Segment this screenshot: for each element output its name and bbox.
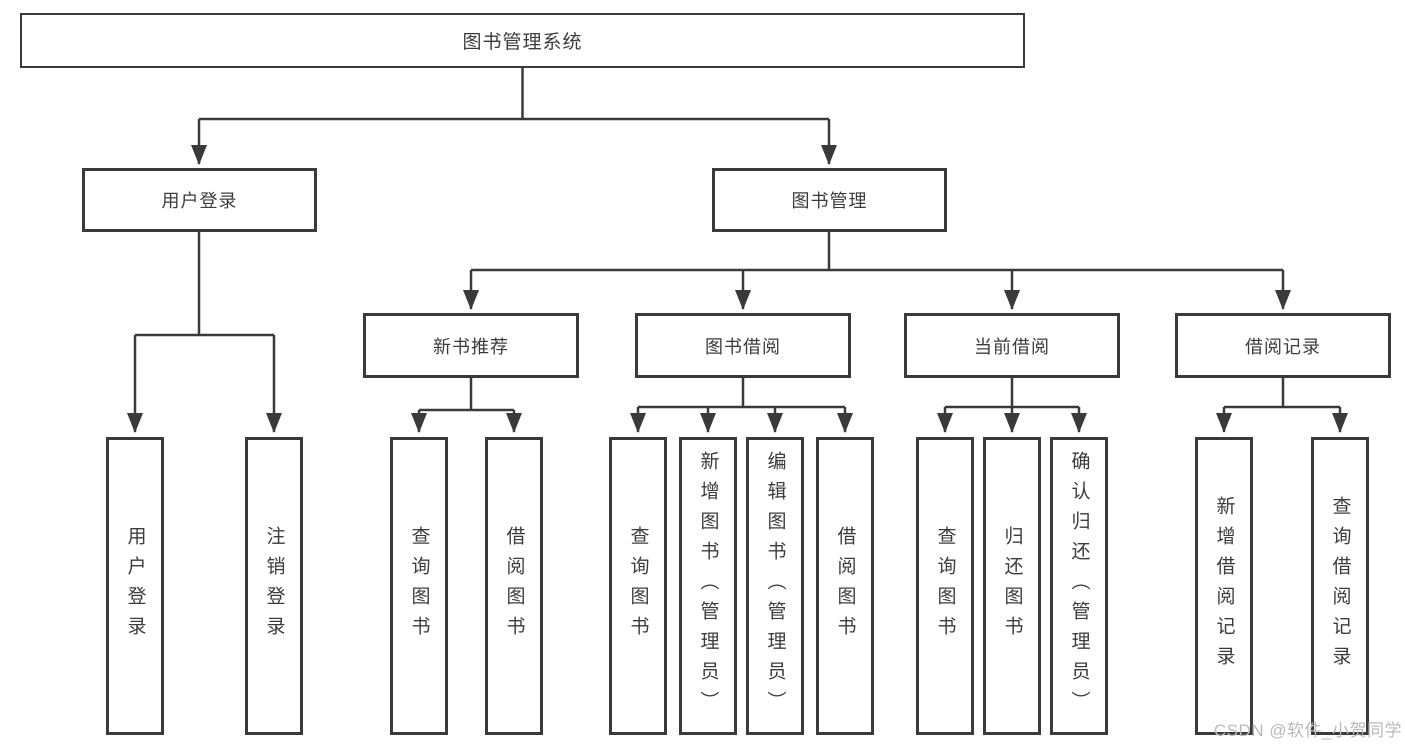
leaf-edit-books-admin-label: 编辑图书（管理员）: [764, 451, 786, 721]
leaf-query-books-recommend: 查询图书: [390, 437, 448, 735]
node-current-borrow: 当前借阅: [904, 313, 1120, 378]
leaf-query-books-current: 查询图书: [916, 437, 974, 735]
leaf-query-borrow-record-label: 查询借阅记录: [1329, 496, 1351, 676]
connector-book-borrow-branch: [630, 378, 853, 433]
leaf-return-books: 归还图书: [983, 437, 1041, 735]
node-user-login-label: 用户登录: [161, 191, 238, 211]
node-borrow-records: 借阅记录: [1175, 313, 1391, 378]
leaf-query-books-recommend-label: 查询图书: [408, 526, 430, 646]
node-new-book-recommend-label: 新书推荐: [433, 336, 509, 357]
leaf-borrow-books-recommend-label: 借阅图书: [503, 526, 525, 646]
node-book-borrow: 图书借阅: [635, 313, 851, 378]
connector-user-login-branch: [127, 232, 282, 433]
leaf-logout-label: 注销登录: [263, 526, 285, 646]
leaf-logout: 注销登录: [245, 437, 303, 735]
leaf-add-books-admin: 新增图书（管理员）: [679, 437, 737, 735]
leaf-borrow-books: 借阅图书: [816, 437, 874, 735]
connector-borrow-records-branch: [1216, 378, 1348, 433]
leaf-query-books-borrow-label: 查询图书: [627, 526, 649, 646]
leaf-confirm-return-admin: 确认归还（管理员）: [1050, 437, 1108, 735]
connector-book-management-branch: [463, 232, 1291, 310]
leaf-query-books-current-label: 查询图书: [934, 526, 956, 646]
csdn-watermark: CSDN @软件_小贺同学: [1213, 721, 1402, 740]
leaf-borrow-books-recommend: 借阅图书: [485, 437, 543, 735]
node-book-management: 图书管理: [712, 168, 947, 232]
node-user-login: 用户登录: [82, 168, 317, 232]
leaf-borrow-books-label: 借阅图书: [834, 526, 856, 646]
connector-new-book-recommend-branch: [411, 378, 522, 433]
leaf-query-books-borrow: 查询图书: [609, 437, 667, 735]
node-book-borrow-label: 图书借阅: [705, 336, 781, 357]
leaf-query-borrow-record: 查询借阅记录: [1311, 437, 1369, 735]
leaf-add-books-admin-label: 新增图书（管理员）: [697, 451, 719, 721]
leaf-add-borrow-record-label: 新增借阅记录: [1213, 496, 1235, 676]
node-current-borrow-label: 当前借阅: [974, 336, 1050, 357]
node-root-system: 图书管理系统: [20, 13, 1025, 68]
node-borrow-records-label: 借阅记录: [1245, 336, 1321, 357]
leaf-return-books-label: 归还图书: [1001, 526, 1023, 646]
leaf-add-borrow-record: 新增借阅记录: [1195, 437, 1253, 735]
leaf-user-login: 用户登录: [106, 437, 164, 735]
connector-root-to-level2: [191, 68, 837, 165]
node-root-system-label: 图书管理系统: [462, 32, 583, 53]
leaf-edit-books-admin: 编辑图书（管理员）: [746, 437, 804, 735]
leaf-user-login-label: 用户登录: [124, 526, 146, 646]
node-new-book-recommend: 新书推荐: [363, 313, 579, 378]
connector-current-borrow-branch: [937, 378, 1087, 433]
node-book-management-label: 图书管理: [791, 191, 868, 211]
leaf-confirm-return-admin-label: 确认归还（管理员）: [1068, 451, 1090, 721]
